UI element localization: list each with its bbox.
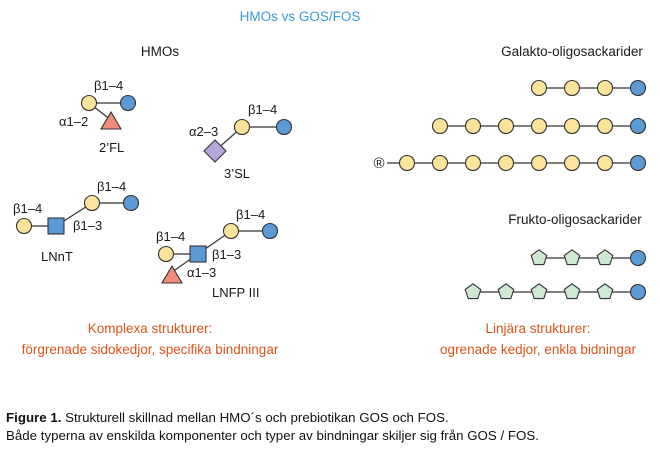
linkage-label: β1–4 bbox=[156, 229, 185, 244]
galactose-node bbox=[431, 154, 449, 172]
fructose-node bbox=[596, 283, 614, 300]
structure-name: LNnT bbox=[41, 249, 73, 264]
linkage-label: α2–3 bbox=[189, 124, 218, 139]
glucose-node bbox=[629, 249, 647, 267]
fucose-node bbox=[161, 264, 183, 284]
linkage-label: β1–3 bbox=[212, 247, 241, 262]
galactose-node bbox=[530, 117, 548, 135]
galactose-node bbox=[596, 117, 614, 135]
glucose-node bbox=[629, 154, 647, 172]
hmo-note-line2: förgrenade sidokedjor, specifika bindnin… bbox=[22, 342, 279, 357]
linkage-label: β1–4 bbox=[94, 78, 123, 93]
sialic-acid-node bbox=[203, 139, 227, 163]
linkage-label: β1–3 bbox=[73, 218, 102, 233]
fructose-node bbox=[563, 249, 581, 266]
glcnac-node bbox=[189, 245, 207, 263]
linkage-label: β1–4 bbox=[236, 207, 265, 222]
glucose-node bbox=[119, 94, 137, 112]
galactose-node bbox=[497, 117, 515, 135]
galactose-node bbox=[222, 222, 240, 240]
linkage-label: α1–2 bbox=[59, 114, 88, 129]
heading-hmo: HMOs bbox=[141, 44, 179, 59]
linkage-label: α1–3 bbox=[187, 265, 216, 280]
fructose-node bbox=[530, 249, 548, 266]
structure-name: 3’SL bbox=[224, 166, 250, 181]
fructose-node bbox=[563, 283, 581, 300]
linkage-label: β1–4 bbox=[97, 179, 126, 194]
heading-fos: Frukto-oligosackarider bbox=[508, 212, 642, 227]
galactose-node bbox=[563, 117, 581, 135]
galactose-node bbox=[80, 94, 98, 112]
galactose-node bbox=[530, 154, 548, 172]
glucose-node bbox=[629, 117, 647, 135]
galactose-node bbox=[83, 194, 101, 212]
galactose-node bbox=[233, 118, 251, 136]
galactose-node bbox=[563, 79, 581, 97]
start-symbol: ® bbox=[373, 155, 384, 172]
hmo-note-line1: Komplexa strukturer: bbox=[88, 321, 213, 336]
linear-note-line1: Linjära strukturer: bbox=[485, 321, 590, 336]
galactose-node bbox=[596, 154, 614, 172]
glucose-node bbox=[122, 194, 140, 212]
structure-name: LNFP III bbox=[212, 285, 259, 300]
galactose-node bbox=[596, 79, 614, 97]
fos-chains bbox=[464, 249, 647, 301]
diagram-title: HMOs vs GOS/FOS bbox=[240, 9, 361, 24]
galactose-node bbox=[431, 117, 449, 135]
structure-name: 2’FL bbox=[99, 140, 124, 155]
glucose-node bbox=[629, 79, 647, 97]
galactose-node bbox=[15, 217, 33, 235]
galactose-node bbox=[497, 154, 515, 172]
glucose-node bbox=[261, 222, 279, 240]
linkage-label: β1–4 bbox=[248, 102, 277, 117]
fructose-node bbox=[596, 249, 614, 266]
galactose-node bbox=[464, 117, 482, 135]
fucose-node bbox=[100, 110, 122, 130]
caption-label: Figure 1. bbox=[6, 410, 62, 425]
galactose-node bbox=[464, 154, 482, 172]
figure-caption: Figure 1. Strukturell skillnad mellan HM… bbox=[6, 409, 656, 445]
glcnac-node bbox=[47, 217, 65, 235]
gos-chains: ® bbox=[371, 79, 647, 172]
galactose-node bbox=[530, 79, 548, 97]
fructose-node bbox=[464, 283, 482, 300]
caption-line2: Både typerna av enskilda komponenter och… bbox=[6, 428, 539, 443]
caption-line1: Figure 1. Strukturell skillnad mellan HM… bbox=[6, 409, 656, 427]
structure-lnnt: β1–4 β1–4 β1–3 LNnT bbox=[13, 179, 140, 264]
start-symbol-bg bbox=[371, 155, 387, 171]
structure-lnfp-iii: β1–4 β1–4 β1–3 α1–3 LNFP III bbox=[156, 207, 279, 300]
glucose-node bbox=[275, 118, 293, 136]
heading-gos: Galakto-oligosackarider bbox=[501, 44, 643, 59]
galactose-node bbox=[157, 245, 175, 263]
linkage-label: β1–4 bbox=[13, 201, 42, 216]
galactose-node bbox=[398, 154, 416, 172]
galactose-node bbox=[563, 154, 581, 172]
fructose-node bbox=[530, 283, 548, 300]
caption-text: Strukturell skillnad mellan HMO´s och pr… bbox=[61, 410, 449, 425]
fructose-node bbox=[497, 283, 515, 300]
glucose-node bbox=[629, 283, 647, 301]
structure-3sl: β1–4 α2–3 3’SL bbox=[189, 102, 293, 181]
structure-2fl: β1–4 α1–2 2’FL bbox=[59, 78, 137, 155]
linear-note-line2: ogrenade kedjor, enkla bidningar bbox=[440, 342, 636, 357]
